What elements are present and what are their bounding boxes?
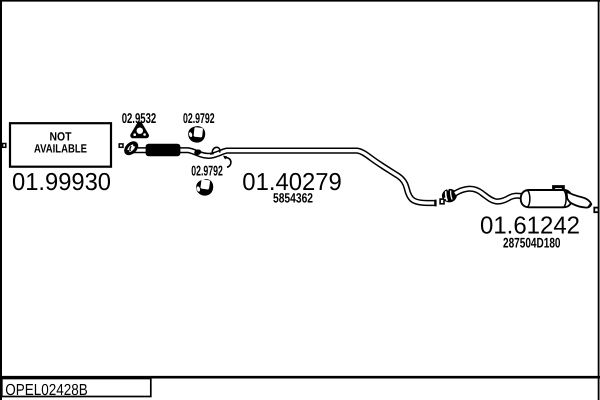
svg-text:02.9532: 02.9532 — [122, 111, 157, 127]
svg-text:02.9792: 02.9792 — [191, 163, 223, 179]
svg-text:01.61242: 01.61242 — [480, 212, 580, 239]
svg-text:5854362: 5854362 — [273, 190, 313, 205]
svg-text:01.99930: 01.99930 — [12, 169, 111, 196]
svg-text:287504D180: 287504D180 — [503, 234, 561, 250]
svg-text:OPEL02428B: OPEL02428B — [5, 382, 88, 399]
svg-text:01.40279: 01.40279 — [242, 169, 341, 196]
svg-text:AVAILABLE: AVAILABLE — [34, 141, 87, 155]
svg-text:02.9792: 02.9792 — [183, 111, 215, 127]
svg-text:NOT: NOT — [50, 130, 73, 144]
